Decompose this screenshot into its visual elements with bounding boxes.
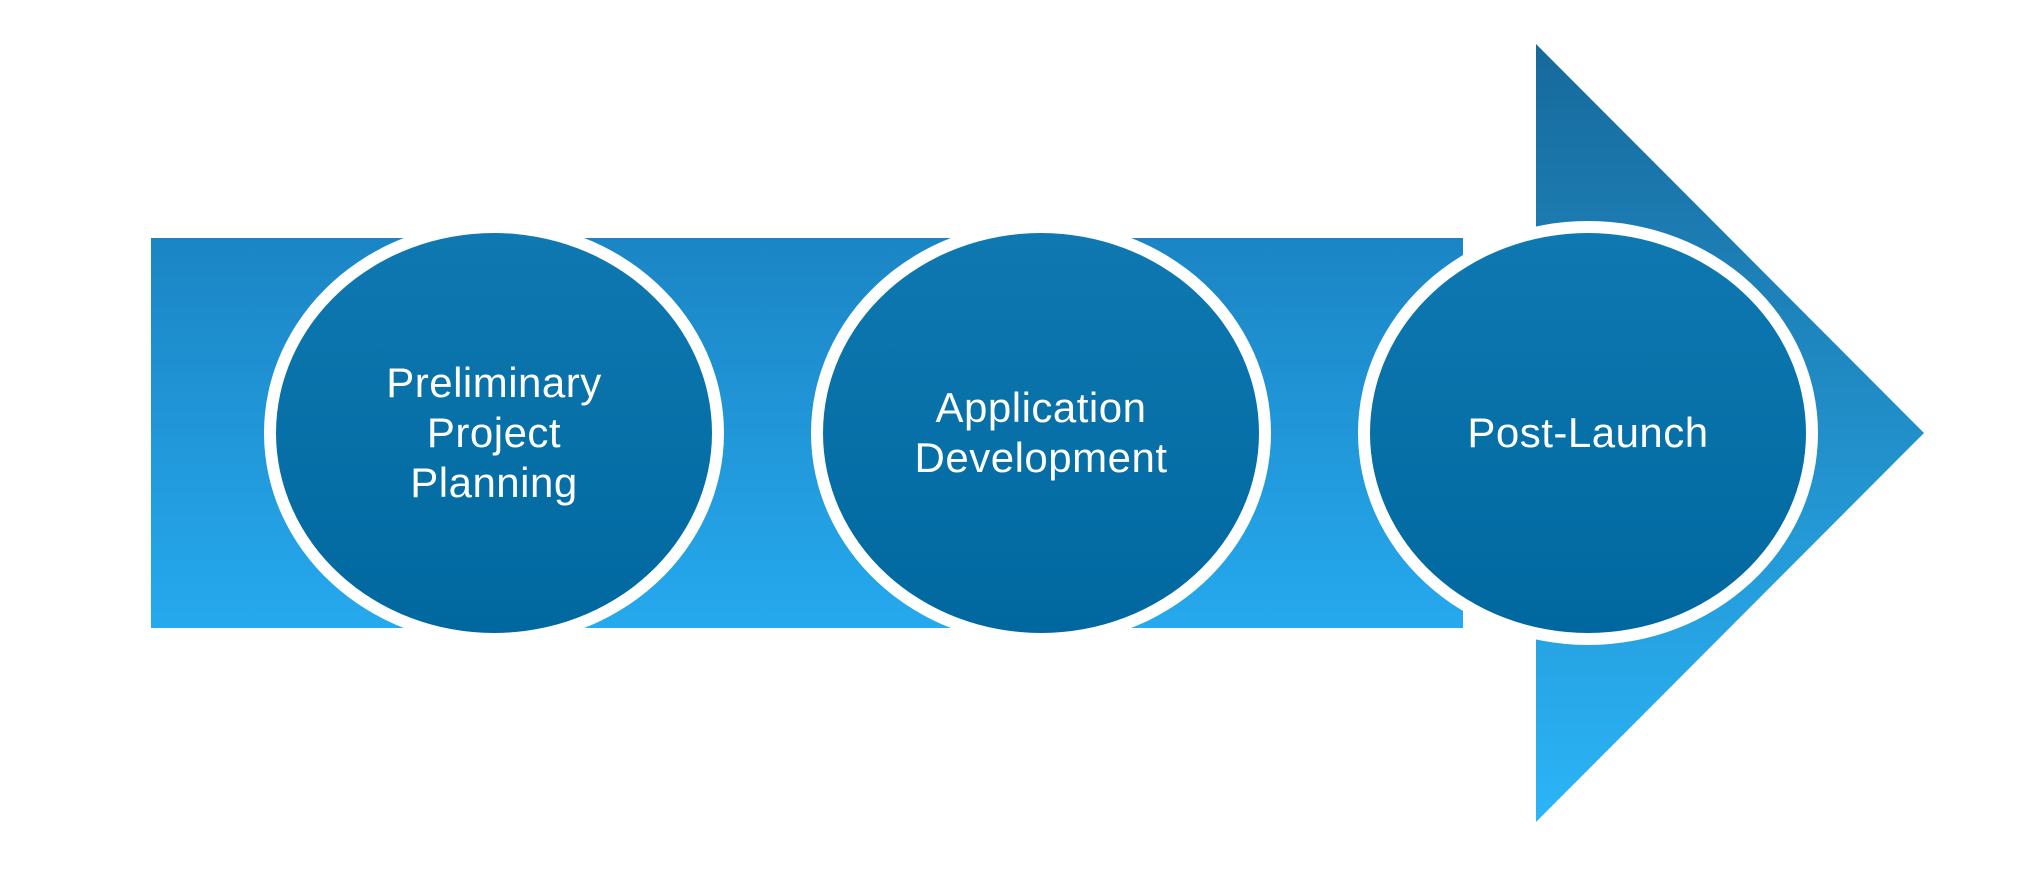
stage-circle-application-development: Application Development (811, 221, 1271, 645)
stage-label-preliminary-project-planning: Preliminary Project Planning (386, 359, 602, 506)
stage-circle-post-launch: Post-Launch (1358, 221, 1818, 645)
stage-label-application-development: Application Development (914, 384, 1168, 481)
stage-circle-preliminary-project-planning: Preliminary Project Planning (264, 221, 724, 645)
stage-label-post-launch: Post-Launch (1467, 409, 1709, 456)
